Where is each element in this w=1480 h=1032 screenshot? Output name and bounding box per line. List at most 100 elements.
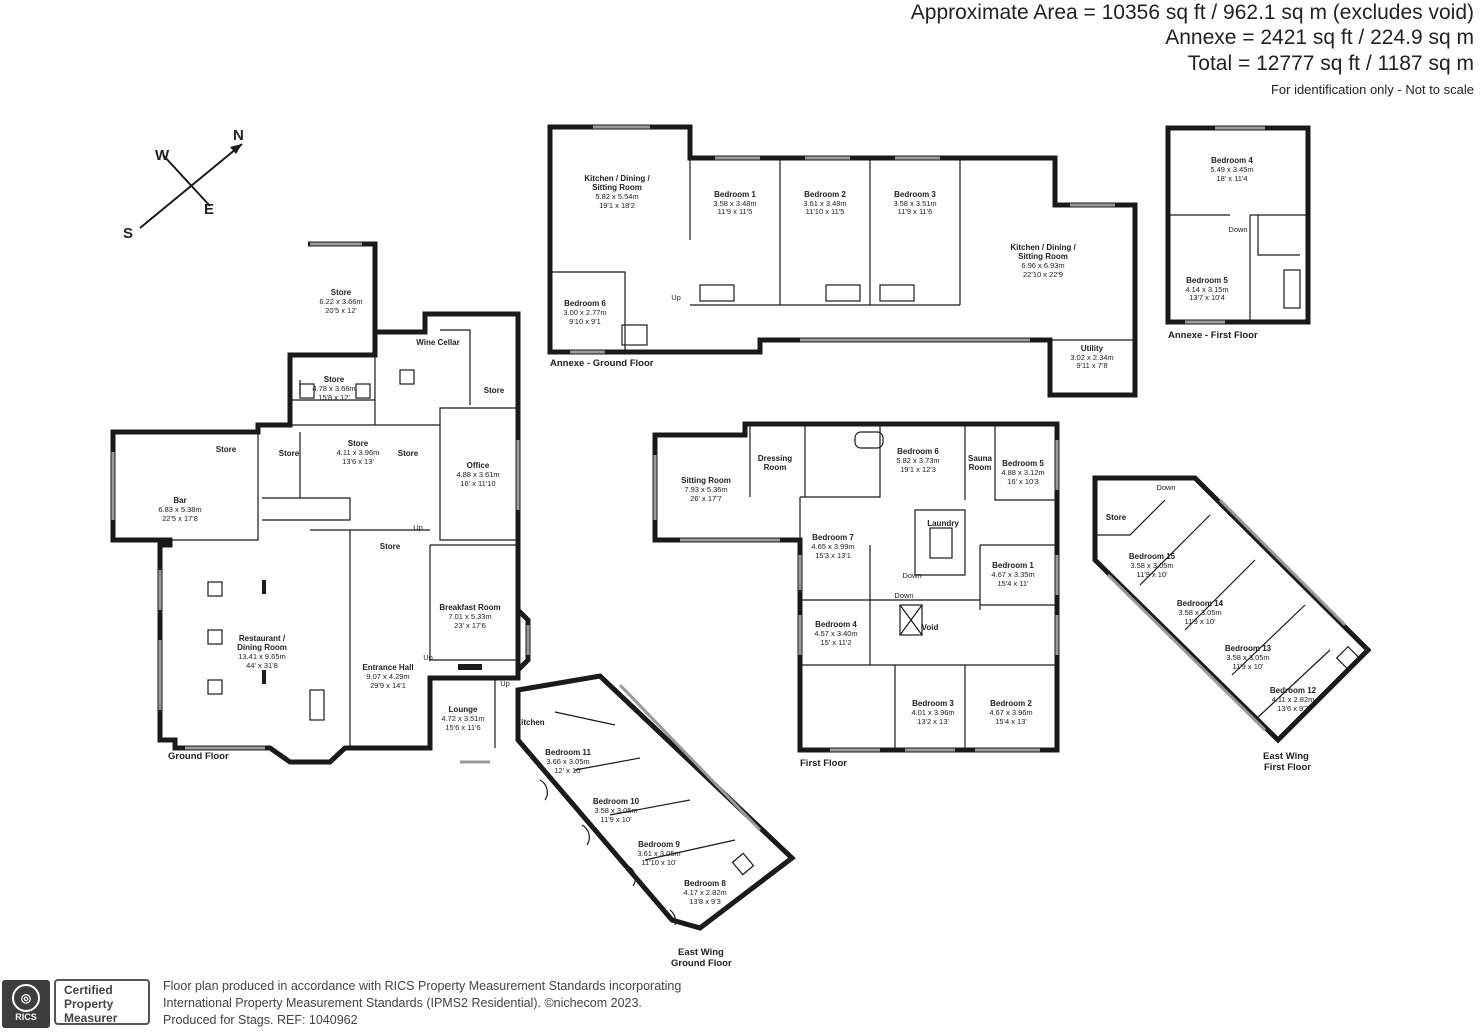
svg-text:29'9 x 14'1: 29'9 x 14'1 [370,681,406,690]
room-g-store-d: Store [398,449,419,458]
svg-text:9'11 x 7'8: 9'11 x 7'8 [1076,361,1107,370]
svg-text:Utility: Utility [1081,344,1104,353]
compass-s: S [123,225,133,242]
svg-text:4.88 x 3.12m: 4.88 x 3.12m [1001,468,1044,477]
svg-text:Kitchen / Dining /: Kitchen / Dining / [1010,243,1076,252]
room-ef-bed15: Bedroom 15 3.58 x 3.05m 11'9 x 10' [1129,552,1176,579]
svg-text:4.17 x 2.82m: 4.17 x 2.82m [683,888,726,897]
svg-text:Bedroom 1: Bedroom 1 [714,190,756,199]
svg-text:7.01 x 5.33m: 7.01 x 5.33m [448,612,491,621]
room-g-store-r: Store [484,386,505,395]
svg-text:Breakfast Room: Breakfast Room [439,603,500,612]
room-g-wine: Wine Cellar [416,338,460,347]
rics-text: RICS [15,1012,37,1022]
svg-text:Bedroom 4: Bedroom 4 [1211,156,1253,165]
svg-text:5.82 x 5.54m: 5.82 x 5.54m [595,192,638,201]
east-wing-ground [515,673,796,931]
svg-text:16' x 10'3: 16' x 10'3 [1007,477,1039,486]
label-annexe-ground: Annexe - Ground Floor [550,358,654,369]
svg-text:Bedroom 2: Bedroom 2 [990,699,1032,708]
room-f-laundry: Laundry [927,519,959,528]
room-ef-bed14: Bedroom 14 3.58 x 3.05m 11'9 x 10' [1177,599,1224,626]
svg-text:Bedroom 10: Bedroom 10 [593,797,640,806]
annexe-ground-floor [547,124,1138,398]
svg-text:9.07 x 4.29m: 9.07 x 4.29m [366,672,409,681]
room-af-bed5: Bedroom 5 4.14 x 3.15m 13'7 x 10'4 [1185,276,1228,302]
room-f-void: Void [922,623,939,632]
svg-text:Sitting Room: Sitting Room [592,183,642,192]
svg-text:4.78 x 3.66m: 4.78 x 3.66m [312,384,355,393]
room-g-kitchen: Kitchen [515,718,544,727]
rics-logo: ◎ RICS [2,980,50,1028]
svg-text:Bedroom 14: Bedroom 14 [1177,599,1224,608]
svg-text:Entrance Hall: Entrance Hall [362,663,413,672]
svg-text:Dining Room: Dining Room [237,643,287,652]
disclaimer: For identification only - Not to scale [1270,82,1474,97]
room-g-bar: Bar 6.83 x 5.38m 22'5 x 17'8 [158,496,201,523]
svg-text:Bedroom 5: Bedroom 5 [1002,459,1044,468]
room-g-store-mid: Store 4.78 x 3.66m 15'8 x 12' [312,375,355,402]
svg-text:23' x 17'6: 23' x 17'6 [454,621,486,630]
svg-text:13'7 x 10'4: 13'7 x 10'4 [1189,293,1225,302]
svg-text:15'4 x 13': 15'4 x 13' [995,717,1027,726]
svg-text:3.66 x 3.05m: 3.66 x 3.05m [546,757,589,766]
svg-text:Dressing: Dressing [758,454,792,463]
room-ef-store: Store [1106,513,1127,522]
stair-up-g1: Up [413,523,423,532]
footer-line1: Floor plan produced in accordance with R… [163,979,682,993]
svg-text:11'9 x 10': 11'9 x 10' [1136,570,1168,579]
svg-text:Restaurant /: Restaurant / [239,634,286,643]
room-ag-kitchen: Kitchen / Dining / Sitting Room 5.82 x 5… [584,174,650,210]
svg-text:Bedroom 13: Bedroom 13 [1225,644,1272,653]
area-summary: Approximate Area = 10356 sq ft / 962.1 s… [910,1,1474,24]
svg-text:13.41 x 9.65m: 13.41 x 9.65m [238,652,286,661]
footer-text: Floor plan produced in accordance with R… [163,978,681,1029]
svg-text:16' x 11'10: 16' x 11'10 [460,479,495,488]
svg-text:11'9 x 10': 11'9 x 10' [1232,662,1264,671]
svg-text:4.11 x 2.82m: 4.11 x 2.82m [1272,695,1315,704]
svg-text:44' x 31'8: 44' x 31'8 [246,661,278,670]
footer-line2: International Property Measurement Stand… [163,996,642,1010]
svg-text:3.02 x 2.34m: 3.02 x 2.34m [1070,353,1113,362]
room-g-office: Office 4.88 x 3.61m 16' x 11'10 [456,461,499,488]
svg-text:3.58 x 3.05m: 3.58 x 3.05m [1130,561,1173,570]
room-f-bed2: Bedroom 2 4.67 x 3.96m 15'4 x 13' [989,699,1032,726]
label-east-ground-1: East Wing [678,947,724,958]
certified-measurer-badge: Certified Property Measurer [54,979,150,1025]
stair-down-f1: Down [902,571,921,580]
room-f-sauna: Sauna Room [968,454,993,472]
room-g-restaurant: Restaurant / Dining Room 13.41 x 9.65m 4… [237,634,287,670]
footer-line3: Produced for Stags. REF: 1040962 [163,1013,358,1027]
floor-plan: N S E W Kitchen / Dining / Sitting Room … [110,124,1372,969]
stair-down-ef: Down [1156,483,1175,492]
svg-text:Bedroom 1: Bedroom 1 [992,561,1034,570]
room-f-sitting: Sitting Room 7.93 x 5.36m 26' x 17'7 [681,476,731,503]
svg-text:11'9 x 11'5: 11'9 x 11'5 [718,207,753,216]
svg-text:4.72 x 3.51m: 4.72 x 3.51m [441,714,484,723]
stair-up-annexe: Up [671,293,681,302]
total-area: Total = 12777 sq ft / 1187 sq m [1187,52,1474,75]
svg-text:Bedroom 6: Bedroom 6 [897,447,939,456]
room-eg-bed11: Bedroom 11 3.66 x 3.05m 12' x 10' [545,748,591,775]
svg-text:Bedroom 3: Bedroom 3 [894,190,936,199]
svg-text:Office: Office [467,461,490,470]
ground-floor [110,241,531,765]
label-east-first-1: East Wing [1263,751,1309,762]
room-g-hall: Entrance Hall 9.07 x 4.29m 29'9 x 14'1 [362,663,413,690]
svg-text:11'10 x 11'5: 11'10 x 11'5 [806,207,845,216]
room-g-breakfast: Breakfast Room 7.01 x 5.33m 23' x 17'6 [439,603,500,630]
compass-icon: N S E W [123,127,244,242]
svg-text:4.67 x 3.96m: 4.67 x 3.96m [989,708,1032,717]
svg-text:4.57 x 3.40m: 4.57 x 3.40m [814,629,857,638]
svg-text:Sitting Room: Sitting Room [1018,252,1068,261]
rics-seal-icon: ◎ [12,984,40,1012]
svg-text:Room: Room [969,463,992,472]
room-f-bed4: Bedroom 4 4.57 x 3.40m 15' x 11'2 [814,620,857,647]
svg-text:3.58 x 3.05m: 3.58 x 3.05m [594,806,637,815]
room-f-bed5: Bedroom 5 4.88 x 3.12m 16' x 10'3 [1001,459,1044,486]
svg-text:Bedroom 6: Bedroom 6 [564,299,606,308]
svg-text:Bedroom 5: Bedroom 5 [1186,276,1228,285]
svg-text:Store: Store [324,375,345,384]
svg-text:19'1 x 12'3: 19'1 x 12'3 [900,465,936,474]
east-wing-first [1092,475,1372,744]
